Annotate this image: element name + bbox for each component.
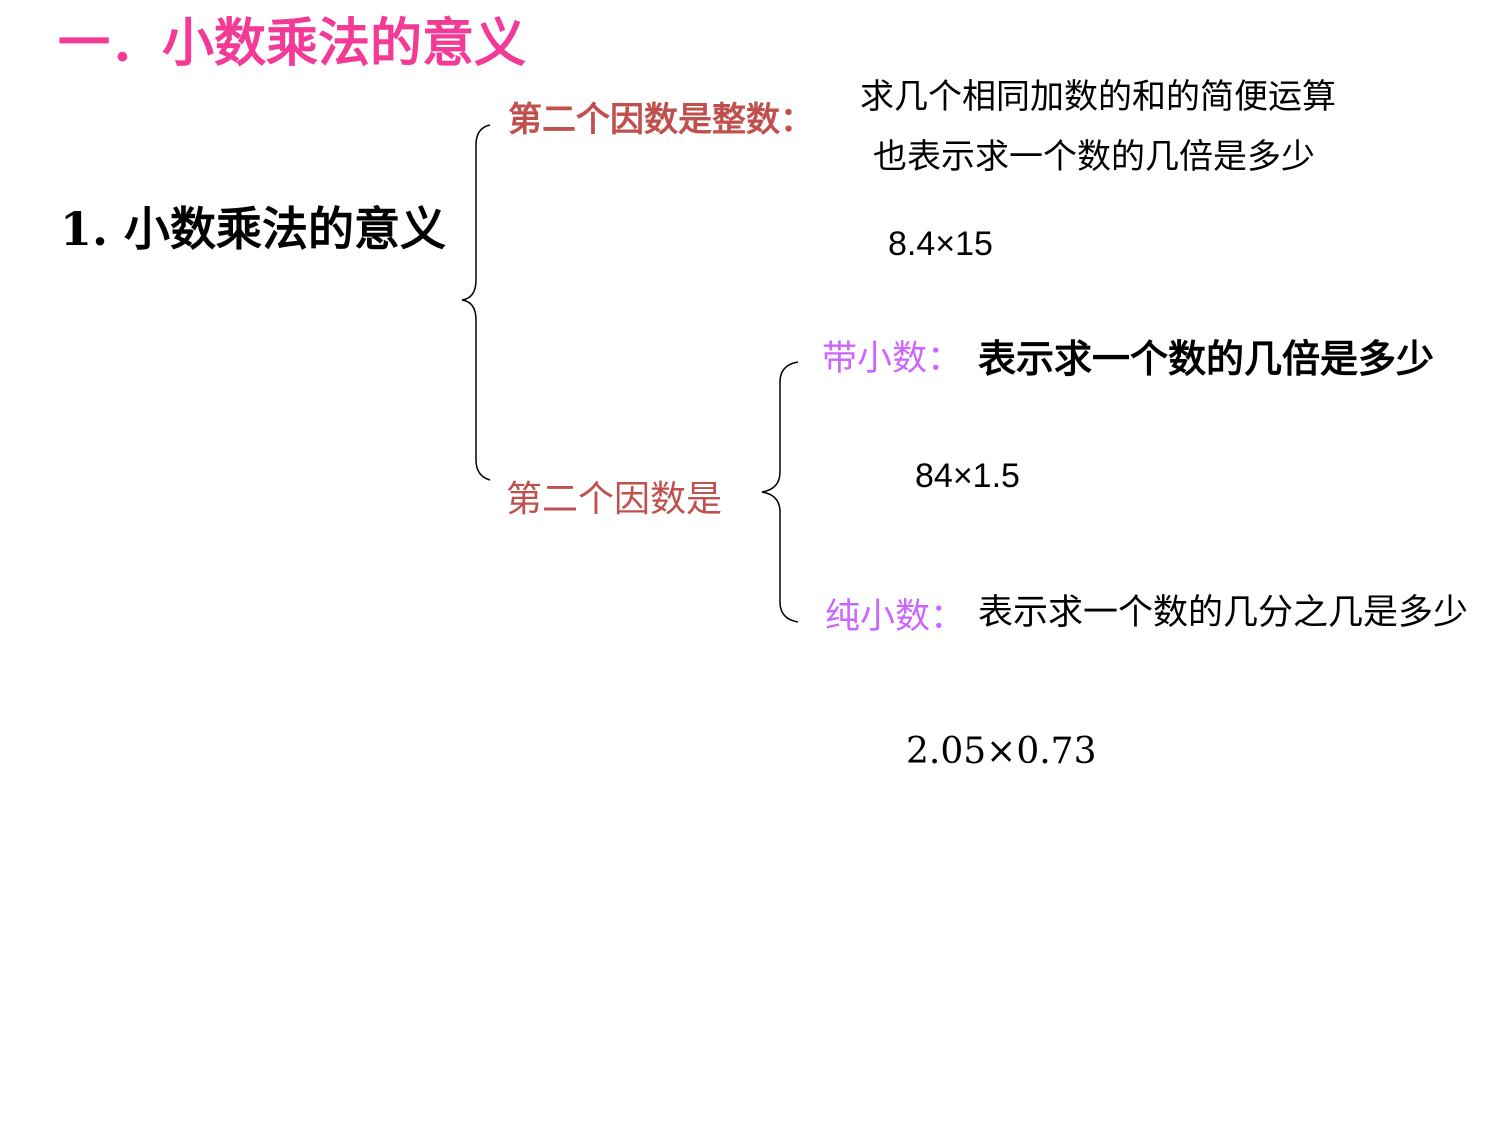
- pure-decimal-label: 纯小数：: [825, 597, 966, 637]
- slide-title: 一．小数乘法的意义: [58, 13, 527, 74]
- heading: 1. 小数乘法的意义: [60, 202, 447, 256]
- sub-brace: [761, 361, 799, 623]
- mixed-decimal-desc: 表示求一个数的几倍是多少: [978, 336, 1435, 381]
- mixed-decimal-example: 84×1.5: [915, 457, 1020, 495]
- branch-integer-desc-1: 求几个相同加数的和的简便运算: [860, 77, 1336, 117]
- branch-integer-desc-2: 也表示求一个数的几倍是多少: [873, 137, 1315, 177]
- branch-integer-label: 第二个因数是整数：: [508, 100, 814, 140]
- pure-decimal-example: 2.05×0.73: [906, 731, 1097, 772]
- branch-decimal-label: 第二个因数是: [506, 479, 723, 520]
- pure-decimal-desc: 表示求一个数的几分之几是多少: [978, 593, 1469, 633]
- main-brace: [461, 124, 491, 481]
- branch-integer-example: 8.4×15: [888, 225, 993, 263]
- mixed-decimal-label: 带小数：: [822, 339, 963, 379]
